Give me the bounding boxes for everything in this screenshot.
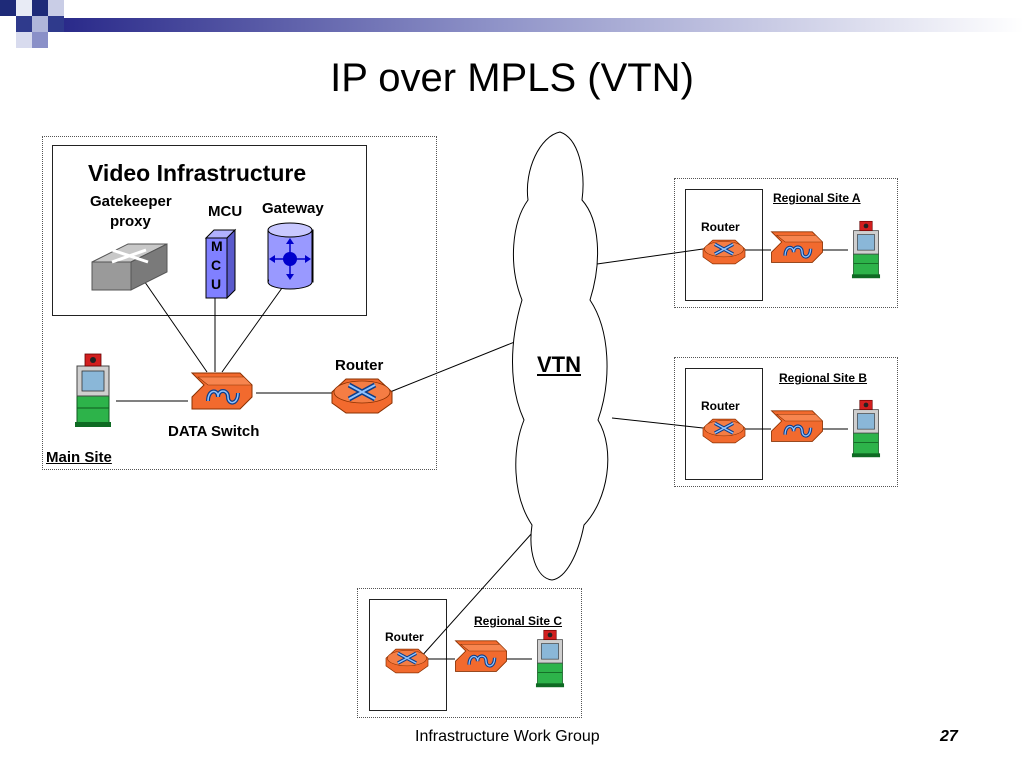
regional-site-c-box [357, 588, 582, 718]
mcu-icon [204, 228, 237, 300]
slide-title: IP over MPLS (VTN) [330, 56, 694, 100]
gatekeeper-label-line1: Gatekeeper [90, 193, 172, 210]
gatekeeper-proxy-icon [91, 243, 168, 291]
gateway-label: Gateway [262, 200, 324, 217]
site-a-video-terminal-icon [851, 220, 881, 279]
site-a-switch-icon [769, 230, 825, 265]
site-c-switch-icon [453, 639, 509, 674]
vtn-cloud [512, 131, 609, 581]
regional-site-a-label: Regional Site A [773, 191, 861, 205]
main-site-router-label: Router [335, 357, 384, 374]
video-infrastructure-title: Video Infrastructure [88, 160, 307, 186]
site-b-video-terminal-icon [851, 399, 881, 458]
gatekeeper-label-line2: proxy [110, 213, 151, 230]
main-site-box [42, 136, 437, 470]
site-c-router-icon [384, 647, 430, 675]
site-c-video-terminal-icon [535, 629, 565, 688]
video-infrastructure-box [52, 145, 367, 316]
site-a-router-icon [701, 238, 747, 266]
data-switch-label: DATA Switch [168, 423, 260, 440]
regional-site-b-box [674, 357, 898, 487]
data-switch-icon [190, 371, 254, 411]
site-b-router-label: Router [701, 399, 740, 413]
regional-site-a-inner-box [685, 189, 763, 301]
regional-site-a-box [674, 178, 898, 308]
site-a-router-label: Router [701, 220, 740, 234]
footer-text: Infrastructure Work Group [415, 728, 600, 745]
mcu-label: MCU [208, 203, 243, 220]
regional-site-c-inner-box [369, 599, 447, 711]
regional-site-c-label: Regional Site C [474, 614, 563, 628]
main-site-router-icon [332, 379, 392, 413]
mcu-letter-u: U [211, 276, 222, 292]
gateway-icon [267, 222, 314, 290]
mcu-letter-m: M [211, 238, 223, 254]
site-b-router-icon [701, 417, 747, 445]
main-site-video-terminal-icon [74, 353, 112, 428]
site-b-switch-icon [769, 409, 825, 444]
regional-site-b-label: Regional Site B [779, 371, 868, 385]
vtn-label: VTN [537, 352, 581, 377]
site-c-router-label: Router [385, 630, 424, 644]
mcu-letter-c: C [211, 257, 222, 273]
main-site-label: Main Site [46, 449, 112, 466]
page-number: 27 [940, 728, 958, 745]
regional-site-b-inner-box [685, 368, 763, 480]
